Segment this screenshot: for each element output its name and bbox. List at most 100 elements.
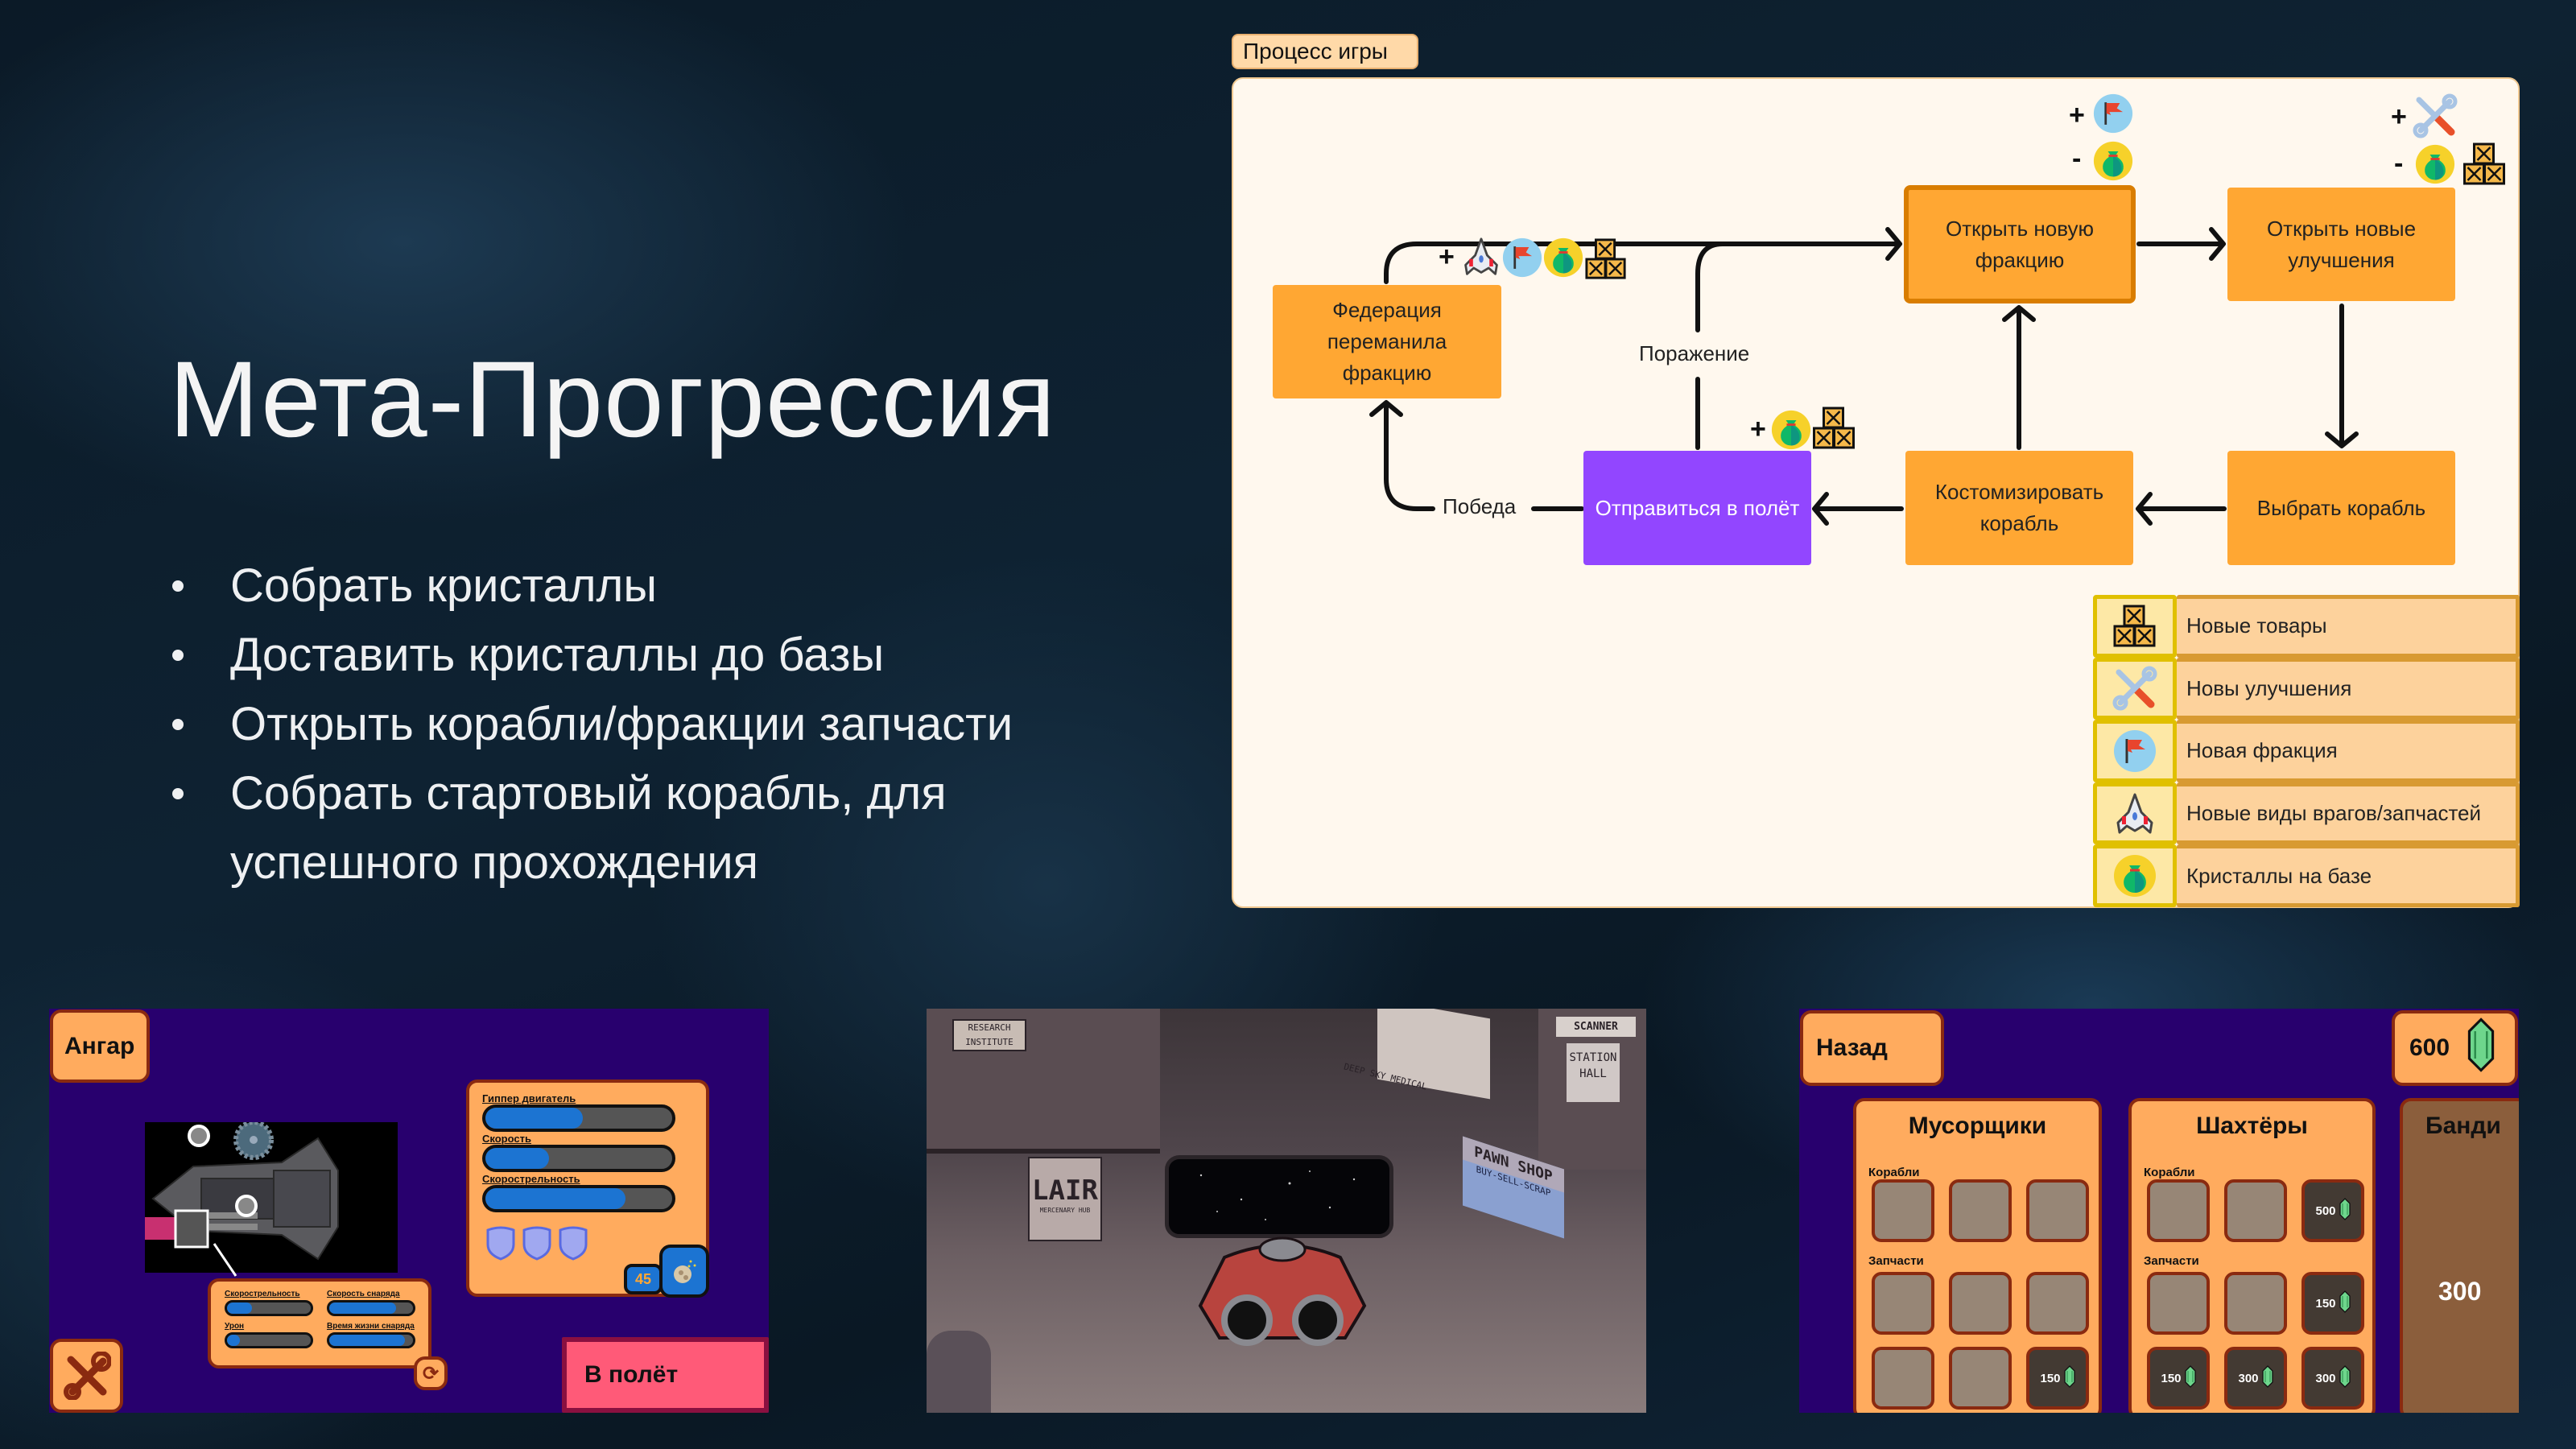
- flag-icon: [2093, 93, 2133, 134]
- player-ship: [1198, 1236, 1367, 1346]
- ship-slot[interactable]: [2026, 1179, 2089, 1242]
- crystal-icon: [2184, 1365, 2196, 1391]
- scanner-button[interactable]: SCANNER: [1556, 1017, 1636, 1037]
- legend-label: Новы улучшения: [2177, 657, 2520, 720]
- lair-title: LAIR: [1032, 1174, 1098, 1207]
- stat-label: Скорострельность: [482, 1173, 580, 1185]
- part-slot[interactable]: 300: [2224, 1347, 2287, 1410]
- plus-sign: +: [1439, 242, 1455, 272]
- refresh-icon[interactable]: ⟳: [414, 1356, 448, 1390]
- flag-icon: [2113, 729, 2157, 773]
- legend-row: Новая фракция: [2093, 720, 2520, 782]
- part-slot[interactable]: [1872, 1272, 1934, 1335]
- weapon-stat-bar: [225, 1300, 313, 1316]
- tools-icon: [2112, 666, 2157, 711]
- ship-slot[interactable]: 500: [2301, 1179, 2364, 1242]
- edge-label-defeat: Поражение: [1634, 341, 1755, 366]
- crystal-bag-icon: [2113, 854, 2157, 898]
- part-slot[interactable]: [1949, 1347, 2012, 1410]
- node-launch: Отправиться в полёт: [1583, 451, 1811, 565]
- part-slot[interactable]: [1872, 1347, 1934, 1410]
- part-slot[interactable]: [2026, 1272, 2089, 1335]
- ship-preview: [145, 1122, 398, 1273]
- bullet-list: Собрать кристаллы Доставить кристаллы до…: [169, 551, 1119, 898]
- weapon-slot: [174, 1209, 209, 1249]
- ammo-count: 45: [624, 1264, 663, 1294]
- crates-icon: [2462, 142, 2508, 187]
- engine-slot: [145, 1217, 177, 1240]
- legend-row: Новые виды врагов/запчастей: [2093, 782, 2520, 845]
- crates-icon: [1811, 406, 1857, 451]
- crystal-bag-icon: [1543, 237, 1583, 279]
- stat-bar: [482, 1185, 675, 1212]
- bullet-item: Открыть корабли/фракции запчасти: [169, 690, 1119, 759]
- upgrades-button[interactable]: [50, 1339, 123, 1413]
- node-new-upgrades: Открыть новые улучшения: [2227, 188, 2455, 301]
- flag-icon: [1502, 237, 1542, 279]
- weapon-stat-bar-fill: [329, 1302, 397, 1314]
- arrow-victory-line: [1384, 402, 1435, 511]
- asteroid-ammo-button[interactable]: [659, 1245, 709, 1298]
- arrowhead: [2002, 305, 2036, 322]
- crystal-bag-icon: [2093, 140, 2133, 182]
- part-slot[interactable]: 300: [2301, 1347, 2364, 1410]
- tools-icon: [63, 1352, 111, 1400]
- part-slot[interactable]: 150: [2026, 1347, 2089, 1410]
- part-slot[interactable]: [2147, 1272, 2210, 1335]
- part-slot[interactable]: 150: [2301, 1272, 2364, 1335]
- crystal-icon: [2339, 1198, 2351, 1224]
- crystal-bag-icon: [1771, 409, 1811, 451]
- ship-slot[interactable]: [1872, 1179, 1934, 1242]
- bullet-text: Собрать стартовый корабль, для успешного…: [230, 767, 947, 889]
- launch-button[interactable]: В полёт: [562, 1337, 769, 1413]
- space-window: [1165, 1155, 1393, 1238]
- enemy-ship-icon: [1462, 237, 1501, 277]
- enemy-ship-icon: [2115, 792, 2155, 836]
- crates-icon: [2112, 604, 2157, 649]
- asteroid-icon: [674, 1260, 696, 1283]
- shield-icon: [522, 1225, 552, 1261]
- ship-slot[interactable]: [2224, 1179, 2287, 1242]
- ships-section-label: Корабли: [1868, 1166, 1920, 1179]
- bullet-item: Доставить кристаллы до базы: [169, 621, 1119, 690]
- price: 300: [2315, 1371, 2336, 1385]
- price: 150: [2315, 1296, 2336, 1311]
- faction-card-locked[interactable]: Банди 300: [2400, 1098, 2519, 1413]
- edge-label-victory: Победа: [1438, 494, 1521, 519]
- price: 500: [2315, 1203, 2336, 1218]
- legend-label: Новая фракция: [2177, 720, 2520, 782]
- parts-section-label: Запчасти: [1868, 1254, 1924, 1268]
- stat-bar: [482, 1145, 675, 1172]
- bullet-text: Доставить кристаллы до базы: [230, 629, 885, 681]
- arrowhead: [2136, 492, 2153, 526]
- arrowhead: [2325, 431, 2359, 448]
- crystal-count: 600: [2409, 1034, 2450, 1061]
- bullet-item: Собрать кристаллы: [169, 551, 1119, 621]
- price: 300: [2238, 1371, 2259, 1385]
- weapon-stat-bar: [225, 1332, 313, 1348]
- price: 150: [2161, 1371, 2182, 1385]
- ships-section-label: Корабли: [2144, 1166, 2195, 1179]
- shield-icon: [558, 1225, 588, 1261]
- shield-icon: [485, 1225, 516, 1261]
- character-figure: [927, 1331, 991, 1413]
- ship-slot[interactable]: [1949, 1179, 2012, 1242]
- weapon-stat-label: Скорость снаряда: [327, 1290, 400, 1298]
- ship-slot[interactable]: [2147, 1179, 2210, 1242]
- faction-price: 300: [2438, 1277, 2482, 1306]
- weapon-stat-bar: [327, 1300, 415, 1316]
- arrowhead: [2209, 227, 2226, 261]
- faction-name: Банди: [2425, 1113, 2501, 1139]
- sign-station-hall: STATION HALL: [1567, 1043, 1620, 1102]
- part-slot[interactable]: [2224, 1272, 2287, 1335]
- part-slot[interactable]: 150: [2147, 1347, 2210, 1410]
- bullet-dot: [172, 719, 184, 730]
- weapon-stat-label: Скорострельность: [225, 1290, 300, 1298]
- station-screenshot: RESEARCH INSTITUTE SCANNER STATION HALL …: [927, 1009, 1646, 1413]
- hangar-title-button[interactable]: Ангар: [50, 1009, 150, 1083]
- back-button[interactable]: Назад: [1800, 1010, 1944, 1086]
- stat-label: Скорость: [482, 1133, 531, 1145]
- lair-subtitle: MERCENARY HUB: [1039, 1207, 1091, 1214]
- part-slot[interactable]: [1949, 1272, 2012, 1335]
